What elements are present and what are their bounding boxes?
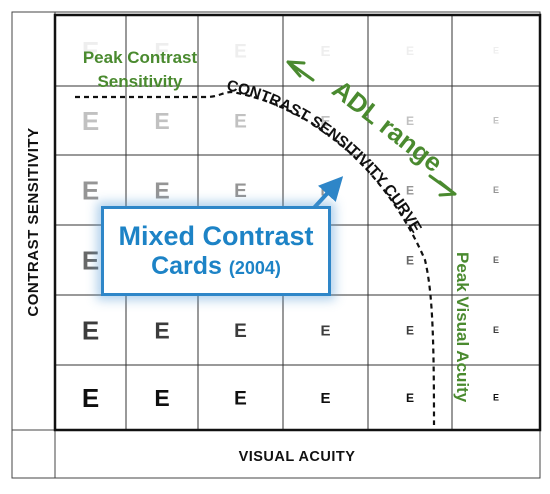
optotype-e: E [406, 253, 414, 267]
optotype-e: E [154, 317, 169, 343]
optotype-e: E [320, 390, 330, 407]
optotype-e: E [82, 36, 99, 66]
optotype-e: E [154, 177, 169, 203]
optotype-e: E [406, 114, 414, 128]
adl-arrow-right-icon [428, 174, 457, 197]
optotype-e: E [406, 323, 414, 337]
optotype-e: E [154, 385, 169, 411]
optotype-e: E [493, 46, 499, 56]
optotype-e: E [320, 43, 330, 60]
optotype-e: E [154, 108, 169, 134]
card-pointer-arrow-icon [310, 176, 344, 212]
card-title-line2: Cards (2004) [151, 252, 281, 281]
grid-lines [55, 15, 540, 430]
optotype-e: E [493, 185, 499, 195]
optotype-e: E [493, 393, 499, 403]
optotype-e: E [234, 321, 247, 342]
optotype-e: E [82, 383, 99, 413]
optotype-e: E [154, 38, 169, 64]
optotype-e: E [493, 325, 499, 335]
grid-frame [53, 13, 542, 432]
adl-arrow-left-icon [286, 60, 315, 82]
x-axis-label: VISUAL ACUITY [239, 449, 356, 465]
peak-acuity-label: Peak Visual Acuity [453, 252, 472, 403]
peak-contrast-label-line2: Sensitivity [97, 72, 183, 91]
mixed-contrast-cards-box: Mixed Contrast Cards (2004) [101, 206, 331, 296]
optotype-e: E [82, 175, 99, 205]
optotype-e: E [493, 255, 499, 265]
optotype-e: E [234, 111, 247, 132]
card-title-cards: Cards [151, 252, 222, 281]
optotype-e: E [320, 322, 330, 339]
optotype-e: E [234, 41, 247, 62]
optotype-e: E [82, 315, 99, 345]
optotype-e: E [493, 116, 499, 126]
card-title-line1: Mixed Contrast [118, 221, 314, 252]
optotype-e: E [406, 183, 414, 197]
optotype-e: E [320, 113, 330, 130]
peak-contrast-label-line1: Peak Contrast [83, 48, 198, 67]
optotype-e: E [406, 44, 414, 58]
optotype-e: E [406, 391, 414, 405]
adl-range-label: ADL range [327, 74, 449, 178]
optotype-e: E [234, 388, 247, 409]
optotype-e: E [82, 245, 99, 275]
contrast-sensitivity-curve [75, 90, 436, 426]
optotype-e: E [234, 181, 247, 202]
y-axis-label: CONTRAST SENSITIVITY [25, 127, 42, 316]
optotype-e: E [82, 106, 99, 136]
card-year: (2004) [228, 258, 281, 279]
